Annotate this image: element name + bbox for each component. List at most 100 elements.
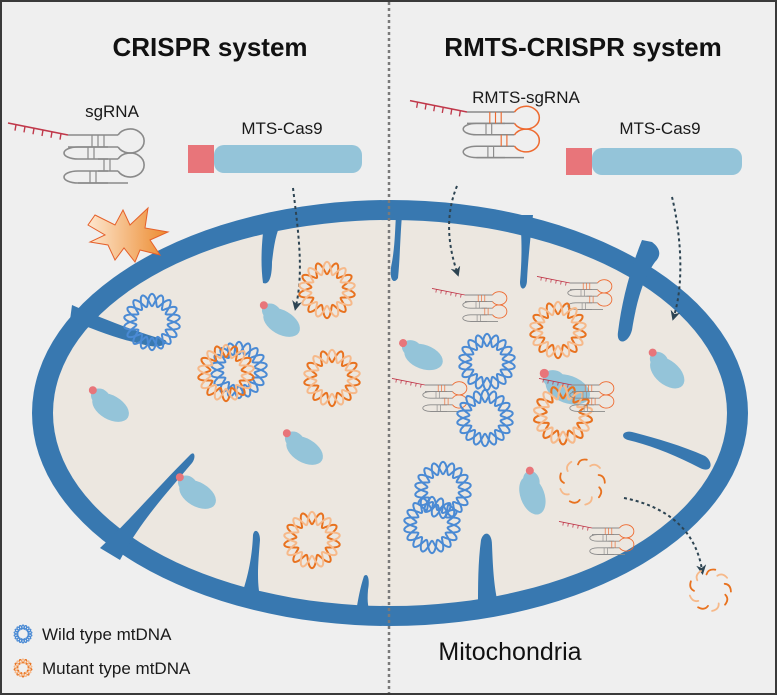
cas9-body <box>523 470 540 491</box>
mts-cas9-protein-right <box>566 148 742 175</box>
spacer-base <box>542 379 544 383</box>
hairpin-loop <box>492 304 508 319</box>
spacer-base <box>410 382 412 386</box>
dna-strand <box>303 348 361 406</box>
wild-type-mtdna <box>210 340 268 400</box>
spacer-base <box>562 522 564 526</box>
dna-strand <box>210 340 268 398</box>
mitochondria-label: Mitochondria <box>438 638 581 666</box>
wild-type-mtdna <box>403 495 461 555</box>
hairpin-loop <box>63 170 79 184</box>
hairpin-loop <box>452 381 468 396</box>
spacer-base <box>405 381 407 385</box>
mts-cas9-protein-left <box>188 145 362 173</box>
spacer-base <box>424 103 427 110</box>
rmts-sgrna-structure <box>409 99 540 159</box>
dna-strand <box>13 658 33 677</box>
mutant-type-mtdna <box>283 510 341 570</box>
spacer-base <box>433 105 436 112</box>
hairpin-loop <box>422 391 431 399</box>
hairpin-loop <box>462 314 471 322</box>
dna-fragment <box>711 602 720 612</box>
spacer-base <box>565 282 567 286</box>
spacer-strand <box>391 377 426 386</box>
hairpin-loop <box>597 279 613 294</box>
spacer-base <box>587 527 589 531</box>
spacer-base <box>460 294 462 298</box>
cristae <box>70 215 711 616</box>
spacer-base <box>577 525 579 529</box>
mts-tag <box>566 148 592 175</box>
hairpin-loop <box>492 291 508 306</box>
hairpin-loop <box>63 146 79 160</box>
spacer-base <box>572 524 574 528</box>
spacer-base <box>555 280 557 284</box>
spacer-base <box>415 102 419 108</box>
dna-fragment <box>695 570 702 582</box>
cas9-body <box>214 145 362 173</box>
hairpin-loop <box>567 289 576 297</box>
mts-tag <box>175 473 184 482</box>
rmts-sgrna-in-complex <box>538 377 615 412</box>
spacer-base <box>59 133 62 140</box>
dna-fragment <box>688 594 700 603</box>
spacer-base <box>540 277 542 281</box>
mutant-type-mtdna <box>303 348 361 408</box>
hairpin-loop <box>569 391 578 399</box>
rmts-sgrna-in-matrix <box>536 275 613 310</box>
spacer-strand <box>7 122 69 136</box>
mts-tag <box>525 466 534 475</box>
burst-icon <box>87 206 170 263</box>
mts-cas9-in-matrix <box>259 301 300 337</box>
spacer-base <box>562 383 564 387</box>
dna-strand <box>458 332 516 390</box>
spacer-base <box>415 383 417 387</box>
spacer-base <box>50 131 53 138</box>
dna-fragment <box>566 460 573 472</box>
degraded-mtdna-exported <box>688 568 732 612</box>
spacer-strand <box>538 377 573 386</box>
spacer-base <box>458 110 462 117</box>
sgrna-label: sgRNA <box>85 102 140 121</box>
spacer-base <box>545 278 547 282</box>
spacer-strand <box>558 520 593 529</box>
dna-strand <box>298 260 356 318</box>
legend-label-mutant-type: Mutant type mtDNA <box>42 659 191 678</box>
mts-tag <box>539 368 549 379</box>
dna-fragment <box>723 582 732 593</box>
rmts-sgrna-in-matrix <box>391 377 468 412</box>
spacer-base <box>567 384 569 388</box>
legend-icon-mutant-type <box>13 658 33 678</box>
mts-cas9-label-right: MTS-Cas9 <box>619 119 700 138</box>
hairpin-loop <box>589 547 598 555</box>
sgrna-icon <box>7 122 145 184</box>
spacer-base <box>440 290 442 294</box>
spacer-base <box>557 382 559 386</box>
mts-cas9-in-matrix <box>175 473 216 509</box>
dna-fragment <box>577 458 588 466</box>
hairpin-loop <box>462 145 477 159</box>
dna-fragment <box>716 573 728 579</box>
hairpin-loop <box>599 394 615 409</box>
spacer-base <box>420 384 422 388</box>
rmts-sgrna-in-matrix <box>558 520 635 555</box>
hairpin-loop <box>589 534 598 542</box>
dna-fragment <box>568 499 581 504</box>
dna-fragment <box>559 472 565 484</box>
mts-cas9-in-matrix <box>399 339 443 371</box>
mts-cas9-in-matrix <box>519 466 546 515</box>
mts-cas9-label-left: MTS-Cas9 <box>241 119 322 138</box>
dna-fragment <box>589 463 601 469</box>
wild-type-mtdna <box>456 388 514 448</box>
dna-strand <box>13 624 33 643</box>
dna-fragment <box>697 605 709 610</box>
dna-fragment <box>598 486 603 499</box>
hairpin-loop <box>513 105 540 130</box>
wild-type-mtdna <box>123 292 181 352</box>
dna-strand <box>532 384 594 444</box>
wild-type-mtdna <box>458 332 516 392</box>
mts-tag <box>648 348 657 357</box>
legend-icon-wild-type <box>13 624 33 644</box>
hairpin-loop <box>619 537 635 552</box>
spacer-base <box>552 381 554 385</box>
